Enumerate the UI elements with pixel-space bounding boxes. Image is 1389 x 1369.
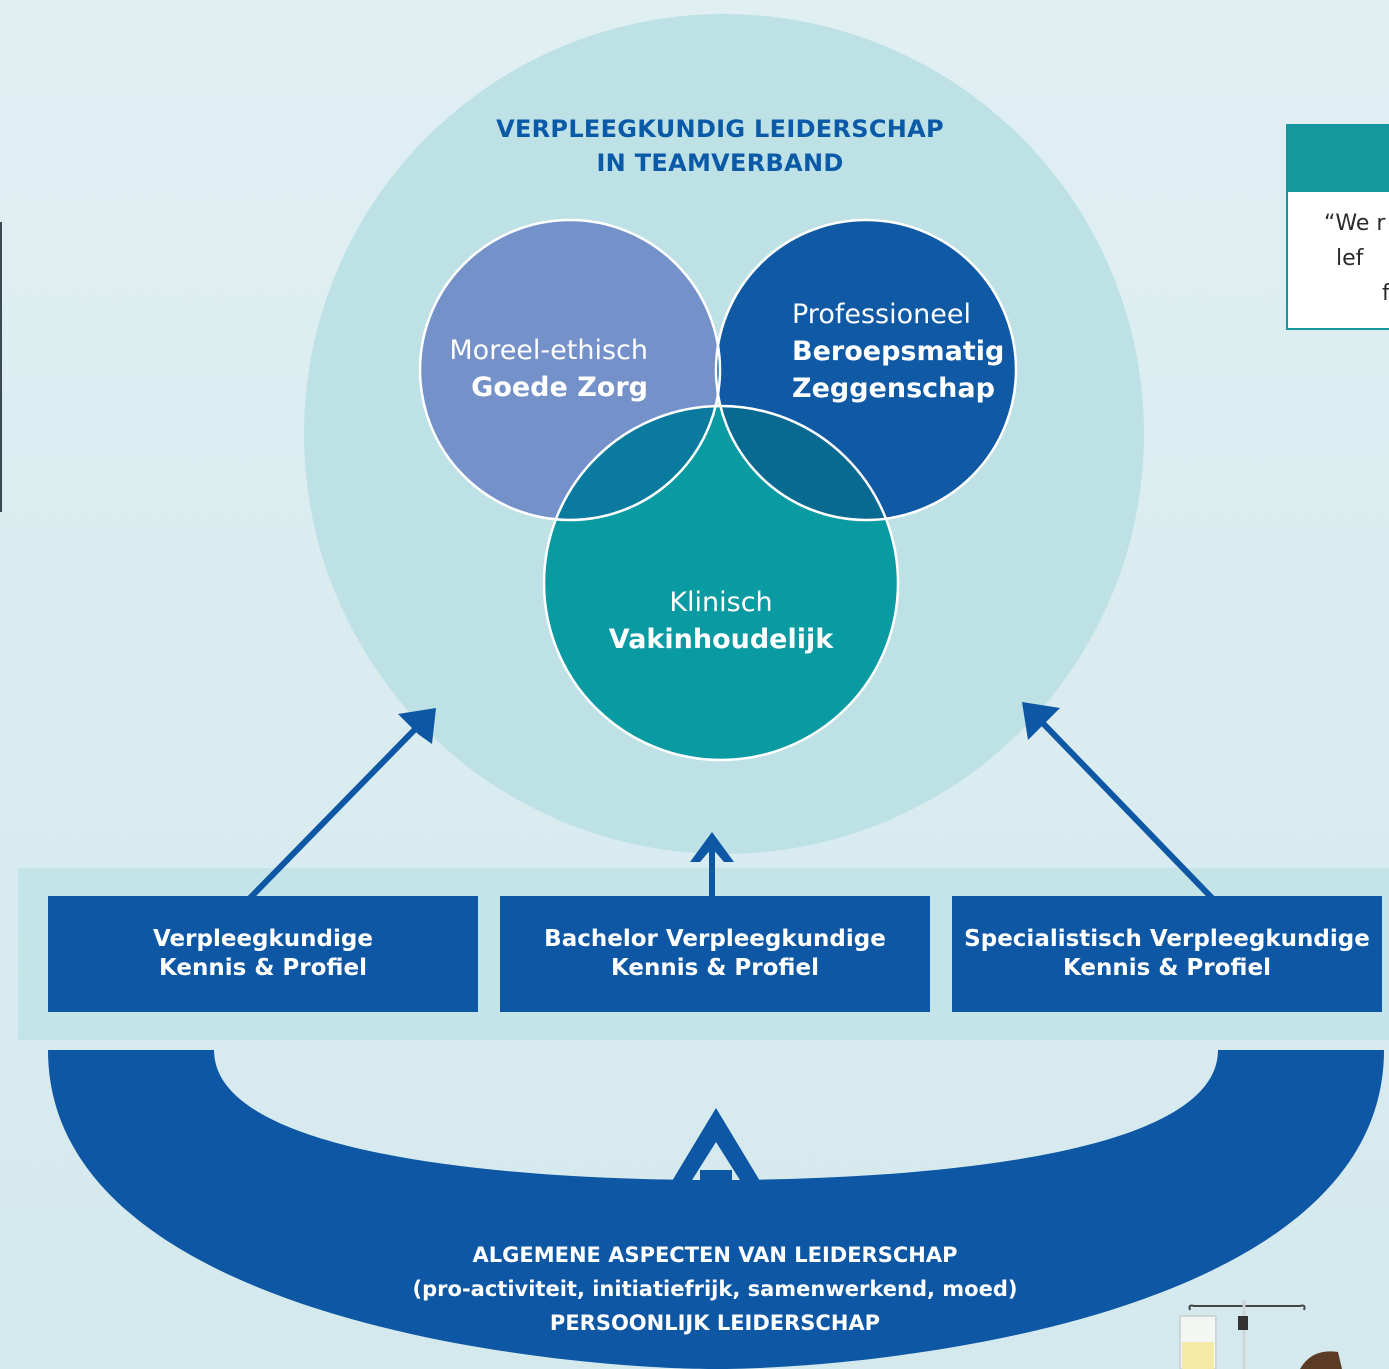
box-1-line-1: Verpleegkundige <box>153 926 373 952</box>
quote-card-body: “We r lef f <box>1288 192 1389 311</box>
bottom-line-2: (pro-activiteit, initiatiefrijk, samenwe… <box>412 1277 1018 1301</box>
quote-line-2: lef <box>1336 246 1364 271</box>
left-edge-bar <box>0 222 2 512</box>
clinical-line-1: Klinisch <box>669 587 773 618</box>
professional-clinical-overlap <box>716 406 898 520</box>
quote-line-1: “We r <box>1324 211 1386 236</box>
big-up-arrow <box>663 1108 769 1230</box>
personal-leadership-text: ALGEMENE ASPECTEN VAN LEIDERSCHAP (pro-a… <box>300 1238 1130 1340</box>
bottom-line-1: ALGEMENE ASPECTEN VAN LEIDERSCHAP <box>472 1243 958 1267</box>
box-verpleegkundige: Verpleegkundige Kennis & Profiel <box>48 896 478 1012</box>
professional-line-1: Professioneel <box>792 299 971 330</box>
moral-circle-label: Moreel-ethisch Goede Zorg <box>420 332 648 406</box>
arrow-middle-head <box>690 832 734 862</box>
title-line-2: IN TEAMVERBAND <box>596 149 844 177</box>
clinical-circle-outline <box>542 404 900 762</box>
box-3-line-1: Specialistisch Verpleegkundige <box>964 926 1370 952</box>
moral-clinical-overlap <box>544 406 720 520</box>
clinical-line-2: Vakinhoudelijk <box>608 624 834 655</box>
clinical-circle-label: Klinisch Vakinhoudelijk <box>560 584 882 658</box>
moral-line-2: Goede Zorg <box>471 372 648 403</box>
box-2-line-1: Bachelor Verpleegkundige <box>544 926 886 952</box>
professional-circle-outline <box>714 218 1018 522</box>
moral-line-1: Moreel-ethisch <box>449 335 648 366</box>
quote-line-3: f <box>1382 281 1389 306</box>
box-specialistisch-verpleegkundige: Specialistisch Verpleegkundige Kennis & … <box>952 896 1382 1012</box>
arrow-right-head <box>1022 702 1060 740</box>
professional-circle-label: Professioneel Beroepsmatig Zeggenschap <box>792 296 1022 407</box>
professional-line-2: Beroepsmatig <box>792 336 1005 367</box>
quote-card: “We r lef f <box>1286 124 1389 330</box>
box-bachelor-verpleegkundige: Bachelor Verpleegkundige Kennis & Profie… <box>500 896 930 1012</box>
moral-circle-outline <box>418 218 722 522</box>
iv-stand-illustration <box>1179 1300 1342 1369</box>
arrow-left-head <box>398 708 436 744</box>
title-line-1: VERPLEEGKUNDIG LEIDERSCHAP <box>496 115 944 143</box>
quote-card-header <box>1288 126 1389 192</box>
box-2-line-2: Kennis & Profiel <box>611 955 819 981</box>
diagram-title: VERPLEEGKUNDIG LEIDERSCHAP IN TEAMVERBAN… <box>420 112 1020 180</box>
box-3-line-2: Kennis & Profiel <box>1063 955 1271 981</box>
professional-line-3: Zeggenschap <box>792 373 995 404</box>
arrow-right-shaft <box>1031 711 1215 901</box>
box-1-line-2: Kennis & Profiel <box>159 955 367 981</box>
bottom-line-3: PERSOONLIJK LEIDERSCHAP <box>549 1311 881 1335</box>
arrow-left-shaft <box>247 715 429 901</box>
